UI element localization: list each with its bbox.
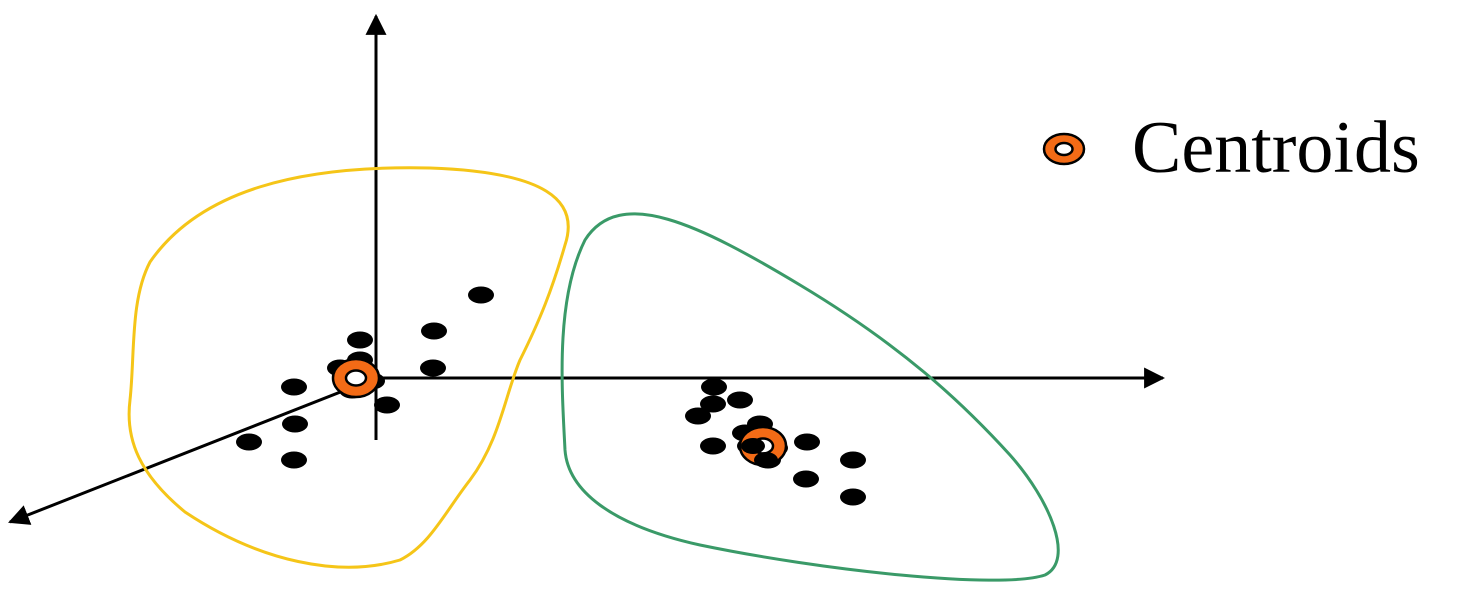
data-point: [281, 451, 307, 469]
legend-label: Centroids: [1132, 107, 1420, 189]
cluster-1-outline: [127, 166, 570, 569]
data-point: [347, 331, 373, 349]
data-point: [236, 433, 262, 451]
axes: [8, 13, 1166, 525]
data-point: [421, 322, 447, 340]
data-point: [727, 391, 753, 409]
data-point: [685, 407, 711, 425]
data-point: [794, 433, 820, 451]
depth-axis: [8, 376, 377, 525]
data-point: [468, 286, 494, 304]
data-point: [701, 378, 727, 396]
centroid-ring-icon: [1042, 132, 1086, 166]
data-point: [840, 488, 866, 506]
centroid-marker: [331, 357, 381, 399]
data-point: [741, 438, 765, 454]
centroids: [331, 357, 788, 468]
legend: Centroids: [1042, 107, 1420, 189]
data-point: [700, 437, 726, 455]
data-point: [700, 395, 726, 413]
data-point: [281, 378, 307, 396]
data-point: [754, 452, 778, 468]
data-point: [282, 415, 308, 433]
data-point: [420, 359, 446, 377]
data-point: [374, 396, 400, 414]
cluster-2-outline: [560, 212, 1060, 582]
data-point: [793, 470, 819, 488]
data-point: [840, 451, 866, 469]
